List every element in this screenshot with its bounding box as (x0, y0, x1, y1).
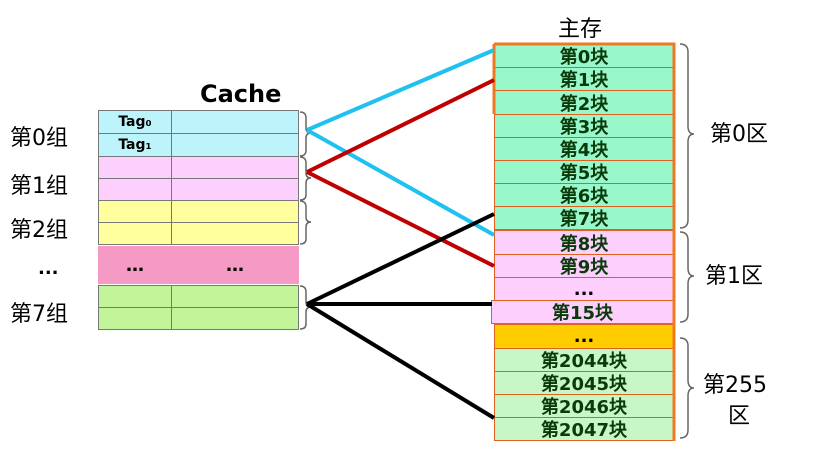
cache-line-cell (171, 222, 299, 245)
memory-outline (492, 42, 676, 441)
cache-ellipsis-cell: … (98, 246, 172, 284)
memory-block: 第5块 (494, 160, 674, 184)
zone-label-255: 第255 (703, 373, 767, 398)
main-memory-title: 主存 (558, 17, 603, 42)
zone-label-255-suffix: 区 (728, 404, 751, 429)
map-line-group1-block1 (306, 78, 495, 174)
zone-label-0: 第0区 (710, 122, 768, 147)
memory-block: 第8块 (494, 230, 674, 255)
memory-block: 第2047块 (494, 417, 674, 441)
group-label-0: 第0组 (10, 126, 68, 151)
map-line-group0-block8 (306, 128, 495, 237)
map-line-group0-block0 (306, 48, 495, 132)
brace-group-2 (299, 200, 312, 245)
cache-line-cell (171, 307, 299, 330)
group-label-7: 第7组 (10, 302, 68, 327)
cache-line-cell (171, 133, 299, 157)
cache-tag0-cell: Tag₀ (98, 110, 172, 134)
brace-zone-0 (679, 43, 695, 229)
cache-ellipsis-cell: … (171, 246, 299, 284)
memory-block: 第15块 (491, 300, 674, 324)
group-label-2: 第2组 (10, 218, 68, 243)
memory-block: 第2045块 (494, 371, 674, 395)
zone-label-1: 第1区 (705, 264, 763, 289)
map-line-group7-block7 (306, 212, 495, 306)
memory-block: 第6块 (494, 183, 674, 207)
memory-block: 第4块 (494, 137, 674, 161)
map-line-group7-block2047 (305, 302, 496, 420)
brace-zone-1 (679, 231, 695, 323)
group-label-dots: ... (38, 258, 59, 279)
cache-tag1-cell: Tag₁ (98, 133, 172, 157)
brace-group-1 (299, 156, 312, 201)
brace-zone-255 (679, 337, 695, 439)
memory-block-ellipsis: ... (494, 324, 674, 349)
group-label-1: 第1组 (10, 174, 68, 199)
brace-group-0 (299, 111, 312, 157)
map-line-group1-block9 (306, 170, 495, 268)
memory-block: 第7块 (494, 206, 674, 230)
memory-block: 第2044块 (494, 348, 674, 372)
cache-title: Cache (200, 80, 282, 108)
memory-block-ellipsis: ... (494, 277, 674, 301)
memory-block: 第3块 (494, 114, 674, 138)
